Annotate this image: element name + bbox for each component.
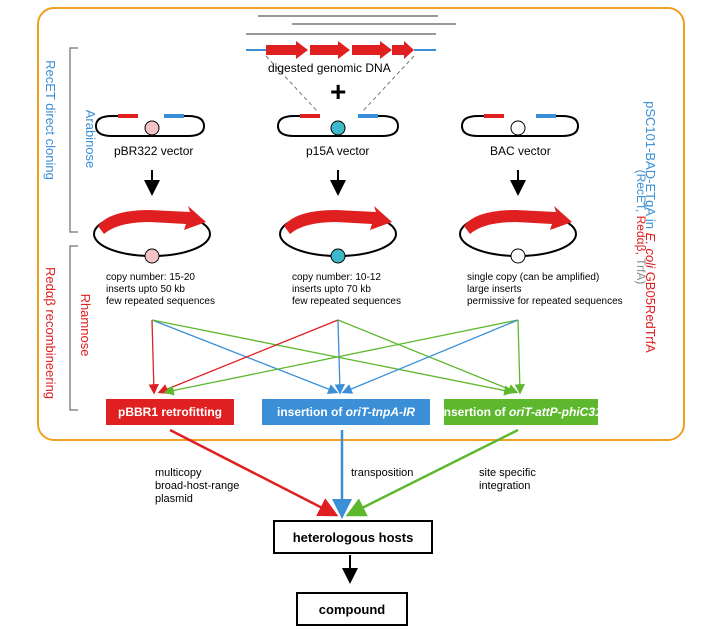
p15a-circular-plasmid (279, 206, 397, 264)
retrofitting-arrows (148, 319, 525, 396)
bac-linear-vector (460, 114, 580, 137)
digested-dna-label: digested genomic DNA (268, 61, 391, 75)
tnpa-insertion-box: insertion of oriT-tnpA-IR (262, 399, 430, 425)
p15a-linear-vector (276, 114, 400, 137)
genomic-fragments (246, 15, 456, 35)
arabinose-label: Arabinose (83, 109, 98, 169)
bac-vector-label: BAC vector (490, 144, 551, 158)
pbr322-circular-plasmid (93, 206, 211, 264)
digested-dna-fragment (246, 41, 436, 59)
attp-insertion-box: insertion of oriT-attP-phiC31 (440, 399, 602, 425)
bac-notes: single copy (can be amplified)large inse… (467, 272, 623, 307)
heterologous-hosts-box: heterologous hosts (273, 520, 433, 554)
arrow-attp-to-hosts (345, 428, 519, 517)
plus-sign: + (330, 76, 347, 107)
transposition-label: transposition (351, 467, 414, 479)
pbr322-linear-vector (94, 114, 206, 137)
pbr322-vector-label: pBR322 vector (114, 144, 194, 158)
pbbr1-retrofitting-box: pBBR1 retrofitting (106, 399, 234, 425)
host-enzymes-label: (RecET, Redαβ, TrfA) (634, 169, 648, 285)
compound-box: compound (296, 592, 408, 626)
rhamnose-bracket (69, 245, 78, 411)
recet-label: RecET direct cloning (43, 60, 58, 180)
host-cell-frame (37, 7, 685, 441)
p15a-vector-label: p15A vector (306, 144, 370, 158)
bac-circular-plasmid (459, 206, 577, 264)
arabinose-bracket (69, 47, 78, 233)
arrow-pbbr1-to-hosts (169, 428, 339, 517)
rhamnose-label: Rhamnose (78, 293, 93, 357)
redab-label: Redαβ recombineering (43, 266, 58, 400)
